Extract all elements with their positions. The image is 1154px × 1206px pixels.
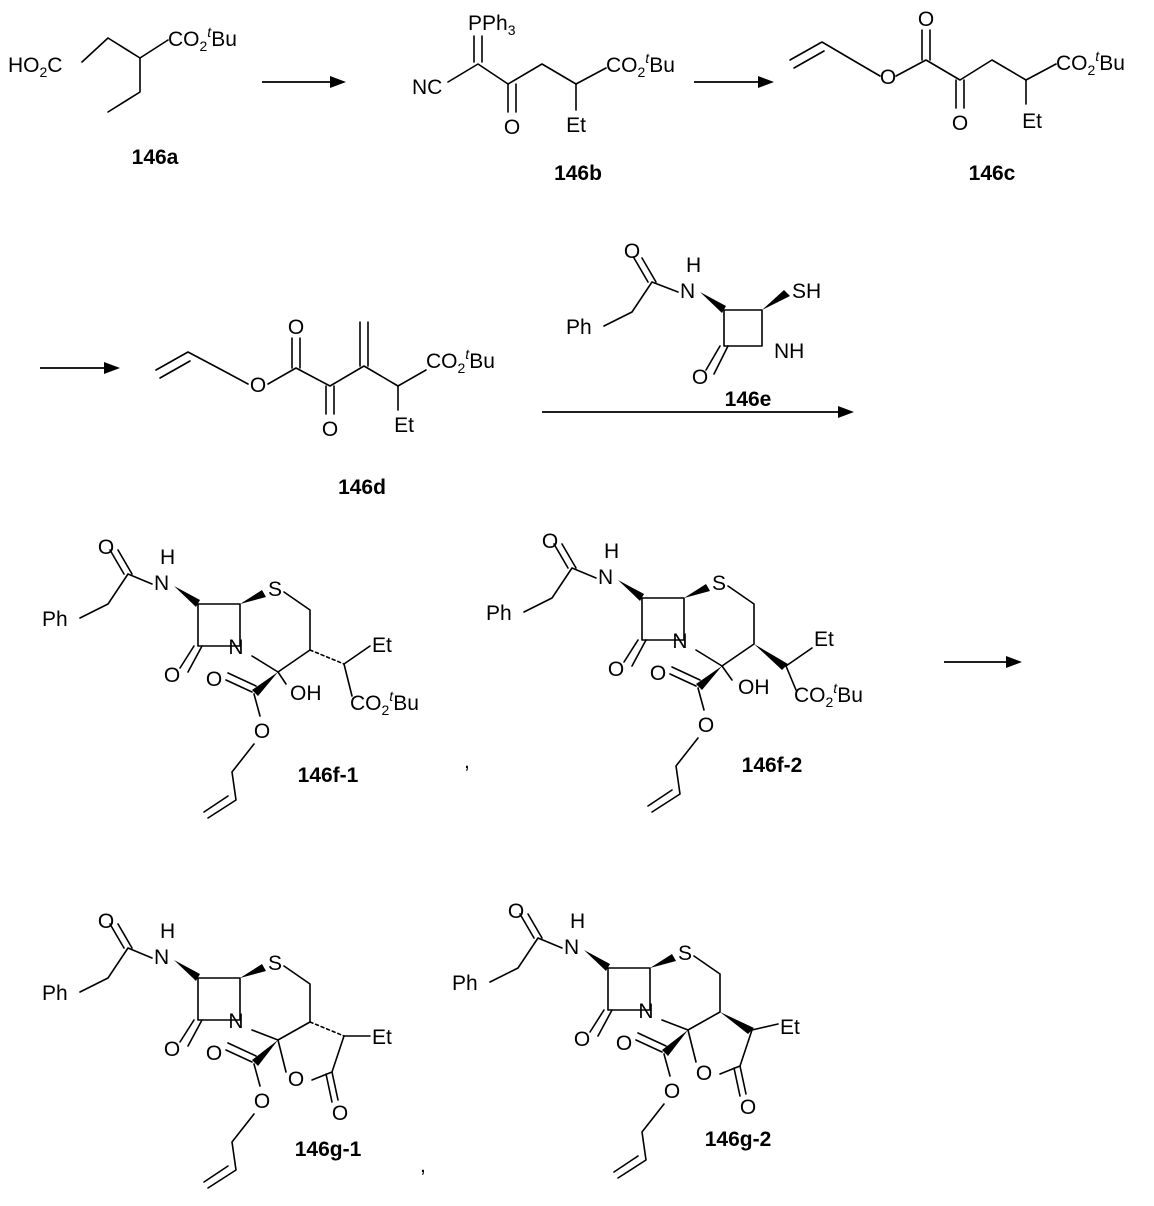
atom-label-hydrogen: H bbox=[160, 546, 175, 569]
atom-label-oxygen: O bbox=[692, 366, 708, 389]
atom-label-oxygen: O bbox=[322, 418, 338, 441]
atom-label-nc: NC bbox=[412, 76, 442, 99]
atom-label-nitrogen: N bbox=[598, 566, 613, 589]
compound-label-146d: 146d bbox=[338, 476, 386, 499]
reaction-arrow-5 bbox=[944, 656, 1022, 668]
atom-label-sulfur: S bbox=[268, 952, 282, 975]
atom-label-oxygen: O bbox=[206, 1042, 222, 1065]
atom-label-oxygen: O bbox=[504, 116, 520, 139]
atom-label-oxygen: O bbox=[624, 240, 640, 263]
atom-label-oxygen: O bbox=[574, 1028, 590, 1051]
atom-label-co2tbu: CO2tBu bbox=[606, 50, 675, 80]
atom-label-oxygen: O bbox=[206, 668, 222, 691]
atom-label-oxygen: O bbox=[918, 8, 934, 31]
atom-label-thiol: SH bbox=[792, 280, 821, 303]
separator-comma: , bbox=[420, 1154, 426, 1177]
atom-label-ho2c: HO2C bbox=[8, 54, 62, 80]
compound-146a: HO2C CO2tBu 146a bbox=[8, 24, 237, 169]
compound-146g-1: Ph O N H S N O Et O O O O 146g-1 bbox=[42, 910, 392, 1188]
atom-label-oxygen: O bbox=[880, 66, 896, 89]
compound-label-146b: 146b bbox=[554, 162, 602, 185]
atom-label-ethyl: Et bbox=[372, 634, 392, 657]
atom-label-co2tbu: CO2tBu bbox=[794, 680, 863, 710]
atom-label-oxygen: O bbox=[616, 1032, 632, 1055]
atom-label-co2tbu: CO2tBu bbox=[350, 688, 419, 718]
atom-label-phenyl: Ph bbox=[42, 982, 68, 1005]
atom-label-nitrogen: N bbox=[228, 1010, 243, 1033]
compound-label-146a: 146a bbox=[132, 146, 179, 169]
compound-label-146f-2: 146f-2 bbox=[742, 754, 803, 777]
atom-label-oxygen: O bbox=[254, 1090, 270, 1113]
compound-label-146g-2: 146g-2 bbox=[705, 1128, 772, 1151]
atom-label-phenyl: Ph bbox=[452, 972, 478, 995]
atom-label-oxygen: O bbox=[508, 900, 524, 923]
atom-label-oxygen: O bbox=[164, 1038, 180, 1061]
compound-label-146f-1: 146f-1 bbox=[298, 764, 359, 787]
atom-label-co2tbu: CO2tBu bbox=[168, 24, 237, 54]
reaction-arrow-4 bbox=[542, 406, 854, 418]
atom-label-oxygen: O bbox=[952, 112, 968, 135]
compound-146f-1: Ph O N H S N O Et CO2tBu OH O O 146f-1 bbox=[42, 536, 419, 818]
atom-label-hydrogen: H bbox=[604, 540, 619, 563]
atom-label-nitrogen: N bbox=[228, 636, 243, 659]
compound-146b: PPh3 NC O Et CO2tBu 146b bbox=[412, 12, 675, 185]
atom-label-nitrogen: N bbox=[680, 280, 695, 303]
atom-label-oxygen: O bbox=[98, 910, 114, 933]
atom-label-amide-nh: NH bbox=[774, 340, 804, 363]
atom-label-nitrogen: N bbox=[154, 572, 169, 595]
atom-label-ethyl: Et bbox=[780, 1016, 800, 1039]
reaction-arrow-1 bbox=[262, 76, 346, 88]
atom-label-hydrogen: H bbox=[570, 910, 585, 933]
atom-label-oxygen: O bbox=[650, 662, 666, 685]
compound-146d: O O O Et CO2tBu 146d bbox=[156, 316, 495, 499]
atom-label-phenyl: Ph bbox=[42, 608, 68, 631]
atom-label-oxygen: O bbox=[608, 658, 624, 681]
compound-label-146g-1: 146g-1 bbox=[295, 1138, 362, 1161]
atom-label-pph3: PPh3 bbox=[468, 12, 516, 38]
reaction-arrow-3 bbox=[40, 362, 120, 374]
atom-label-oxygen: O bbox=[164, 664, 180, 687]
atom-label-oxygen: O bbox=[288, 1068, 304, 1091]
atom-label-oxygen: O bbox=[250, 374, 266, 397]
separator-comma: , bbox=[464, 750, 470, 773]
compound-146f-2: Ph O N H S N O Et CO2tBu OH O O 146f-2 bbox=[486, 530, 863, 812]
compound-146e: Ph O N H SH NH O 146e bbox=[566, 240, 821, 411]
atom-label-hydrogen: H bbox=[686, 254, 701, 277]
atom-label-ethyl: Et bbox=[394, 414, 414, 437]
atom-label-oxygen: O bbox=[740, 1096, 756, 1119]
reaction-arrow-2 bbox=[694, 76, 774, 88]
atom-label-oxygen: O bbox=[698, 714, 714, 737]
atom-label-nitrogen: N bbox=[638, 1000, 653, 1023]
atom-label-ethyl: Et bbox=[1022, 110, 1042, 133]
atom-label-oxygen: O bbox=[288, 316, 304, 339]
atom-label-oxygen: O bbox=[696, 1062, 712, 1085]
compound-146c: O O O Et CO2tBu 146c bbox=[790, 8, 1125, 185]
compound-146g-2: Ph O N H S N O Et O O O O 146g-2 bbox=[452, 900, 800, 1178]
atom-label-nitrogen: N bbox=[672, 630, 687, 653]
atom-label-phenyl: Ph bbox=[486, 602, 512, 625]
atom-label-oxygen: O bbox=[664, 1080, 680, 1103]
atom-label-ethyl: Et bbox=[372, 1026, 392, 1049]
atom-label-nitrogen: N bbox=[564, 936, 579, 959]
compound-label-146e: 146e bbox=[725, 388, 772, 411]
atom-label-hydroxyl: OH bbox=[290, 682, 322, 705]
atom-label-co2tbu: CO2tBu bbox=[1056, 48, 1125, 78]
atom-label-sulfur: S bbox=[268, 578, 282, 601]
atom-label-ethyl: Et bbox=[814, 628, 834, 651]
compound-label-146c: 146c bbox=[969, 162, 1016, 185]
atom-label-oxygen: O bbox=[332, 1102, 348, 1125]
atom-label-sulfur: S bbox=[678, 942, 692, 965]
atom-label-sulfur: S bbox=[712, 572, 726, 595]
atom-label-hydrogen: H bbox=[160, 920, 175, 943]
atom-label-oxygen: O bbox=[254, 720, 270, 743]
atom-label-co2tbu: CO2tBu bbox=[426, 346, 495, 376]
atom-label-oxygen: O bbox=[98, 536, 114, 559]
atom-label-ethyl: Et bbox=[566, 114, 586, 137]
atom-label-oxygen: O bbox=[542, 530, 558, 553]
atom-label-phenyl: Ph bbox=[566, 316, 592, 339]
atom-label-nitrogen: N bbox=[154, 946, 169, 969]
atom-label-hydroxyl: OH bbox=[738, 676, 770, 699]
